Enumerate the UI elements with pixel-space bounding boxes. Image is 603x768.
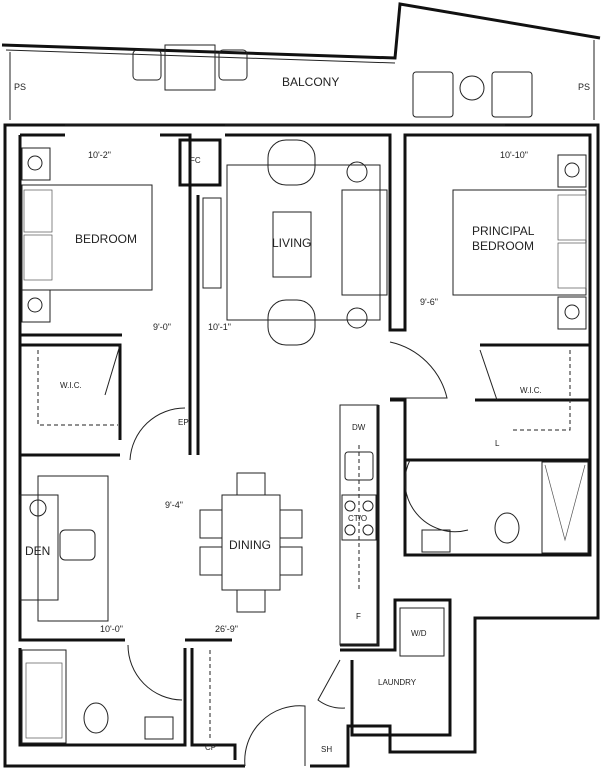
balcony-table-set [132, 44, 248, 91]
den-label: DEN [25, 544, 50, 558]
living-label: LIVING [272, 236, 311, 250]
wic-right-label: W.I.C. [520, 386, 542, 395]
wd-label: W/D [411, 629, 427, 638]
ps-label-right: PS [578, 82, 590, 92]
bedroom-width-dim: 10'-2" [88, 150, 111, 160]
principal-bedroom-furniture [452, 154, 587, 330]
fc-label: FC [190, 156, 201, 165]
linen-label: L [495, 439, 500, 448]
den-width-dim: 10'-0" [100, 624, 123, 634]
kitchen [339, 404, 379, 646]
bedroom-label: BEDROOM [75, 232, 137, 246]
doors [104, 341, 498, 767]
wic-left-label: W.I.C. [60, 381, 82, 390]
ps-label-left: PS [14, 82, 26, 92]
overall-depth-dim: 26'-9" [215, 624, 238, 634]
balcony-label: BALCONY [282, 75, 339, 89]
principal-bedroom-label-2: BEDROOM [472, 239, 534, 253]
bedroom-furniture [21, 147, 222, 323]
sh-label: SH [321, 745, 332, 754]
cto-label: CT/O [348, 514, 367, 523]
den-furniture [19, 475, 109, 622]
dining-width-dim: 9'-4" [165, 500, 183, 510]
ep-label: EP [178, 418, 189, 427]
dining-label: DINING [229, 538, 271, 552]
living-furniture [226, 139, 388, 346]
balcony-loungers [412, 71, 533, 118]
laundry-room [399, 607, 445, 657]
fridge-label: F [356, 612, 361, 621]
dining-table-set [199, 472, 303, 613]
living-width-dim: 10'-1" [208, 322, 231, 332]
laundry-label: LAUNDRY [378, 678, 417, 687]
principal-depth-dim: 9'-6" [420, 297, 438, 307]
cp-label: CP [205, 743, 216, 752]
principal-bedroom-label-1: PRINCIPAL [472, 224, 535, 238]
main-bath [21, 649, 174, 744]
dw-label: DW [352, 423, 366, 432]
ensuite-bath [421, 461, 589, 554]
exterior-walls [3, 123, 600, 768]
bedroom-depth-dim: 9'-0" [153, 322, 171, 332]
balcony: PS PS BALCONY [1, 2, 601, 120]
principal-width-dim: 10'-10" [500, 150, 528, 160]
